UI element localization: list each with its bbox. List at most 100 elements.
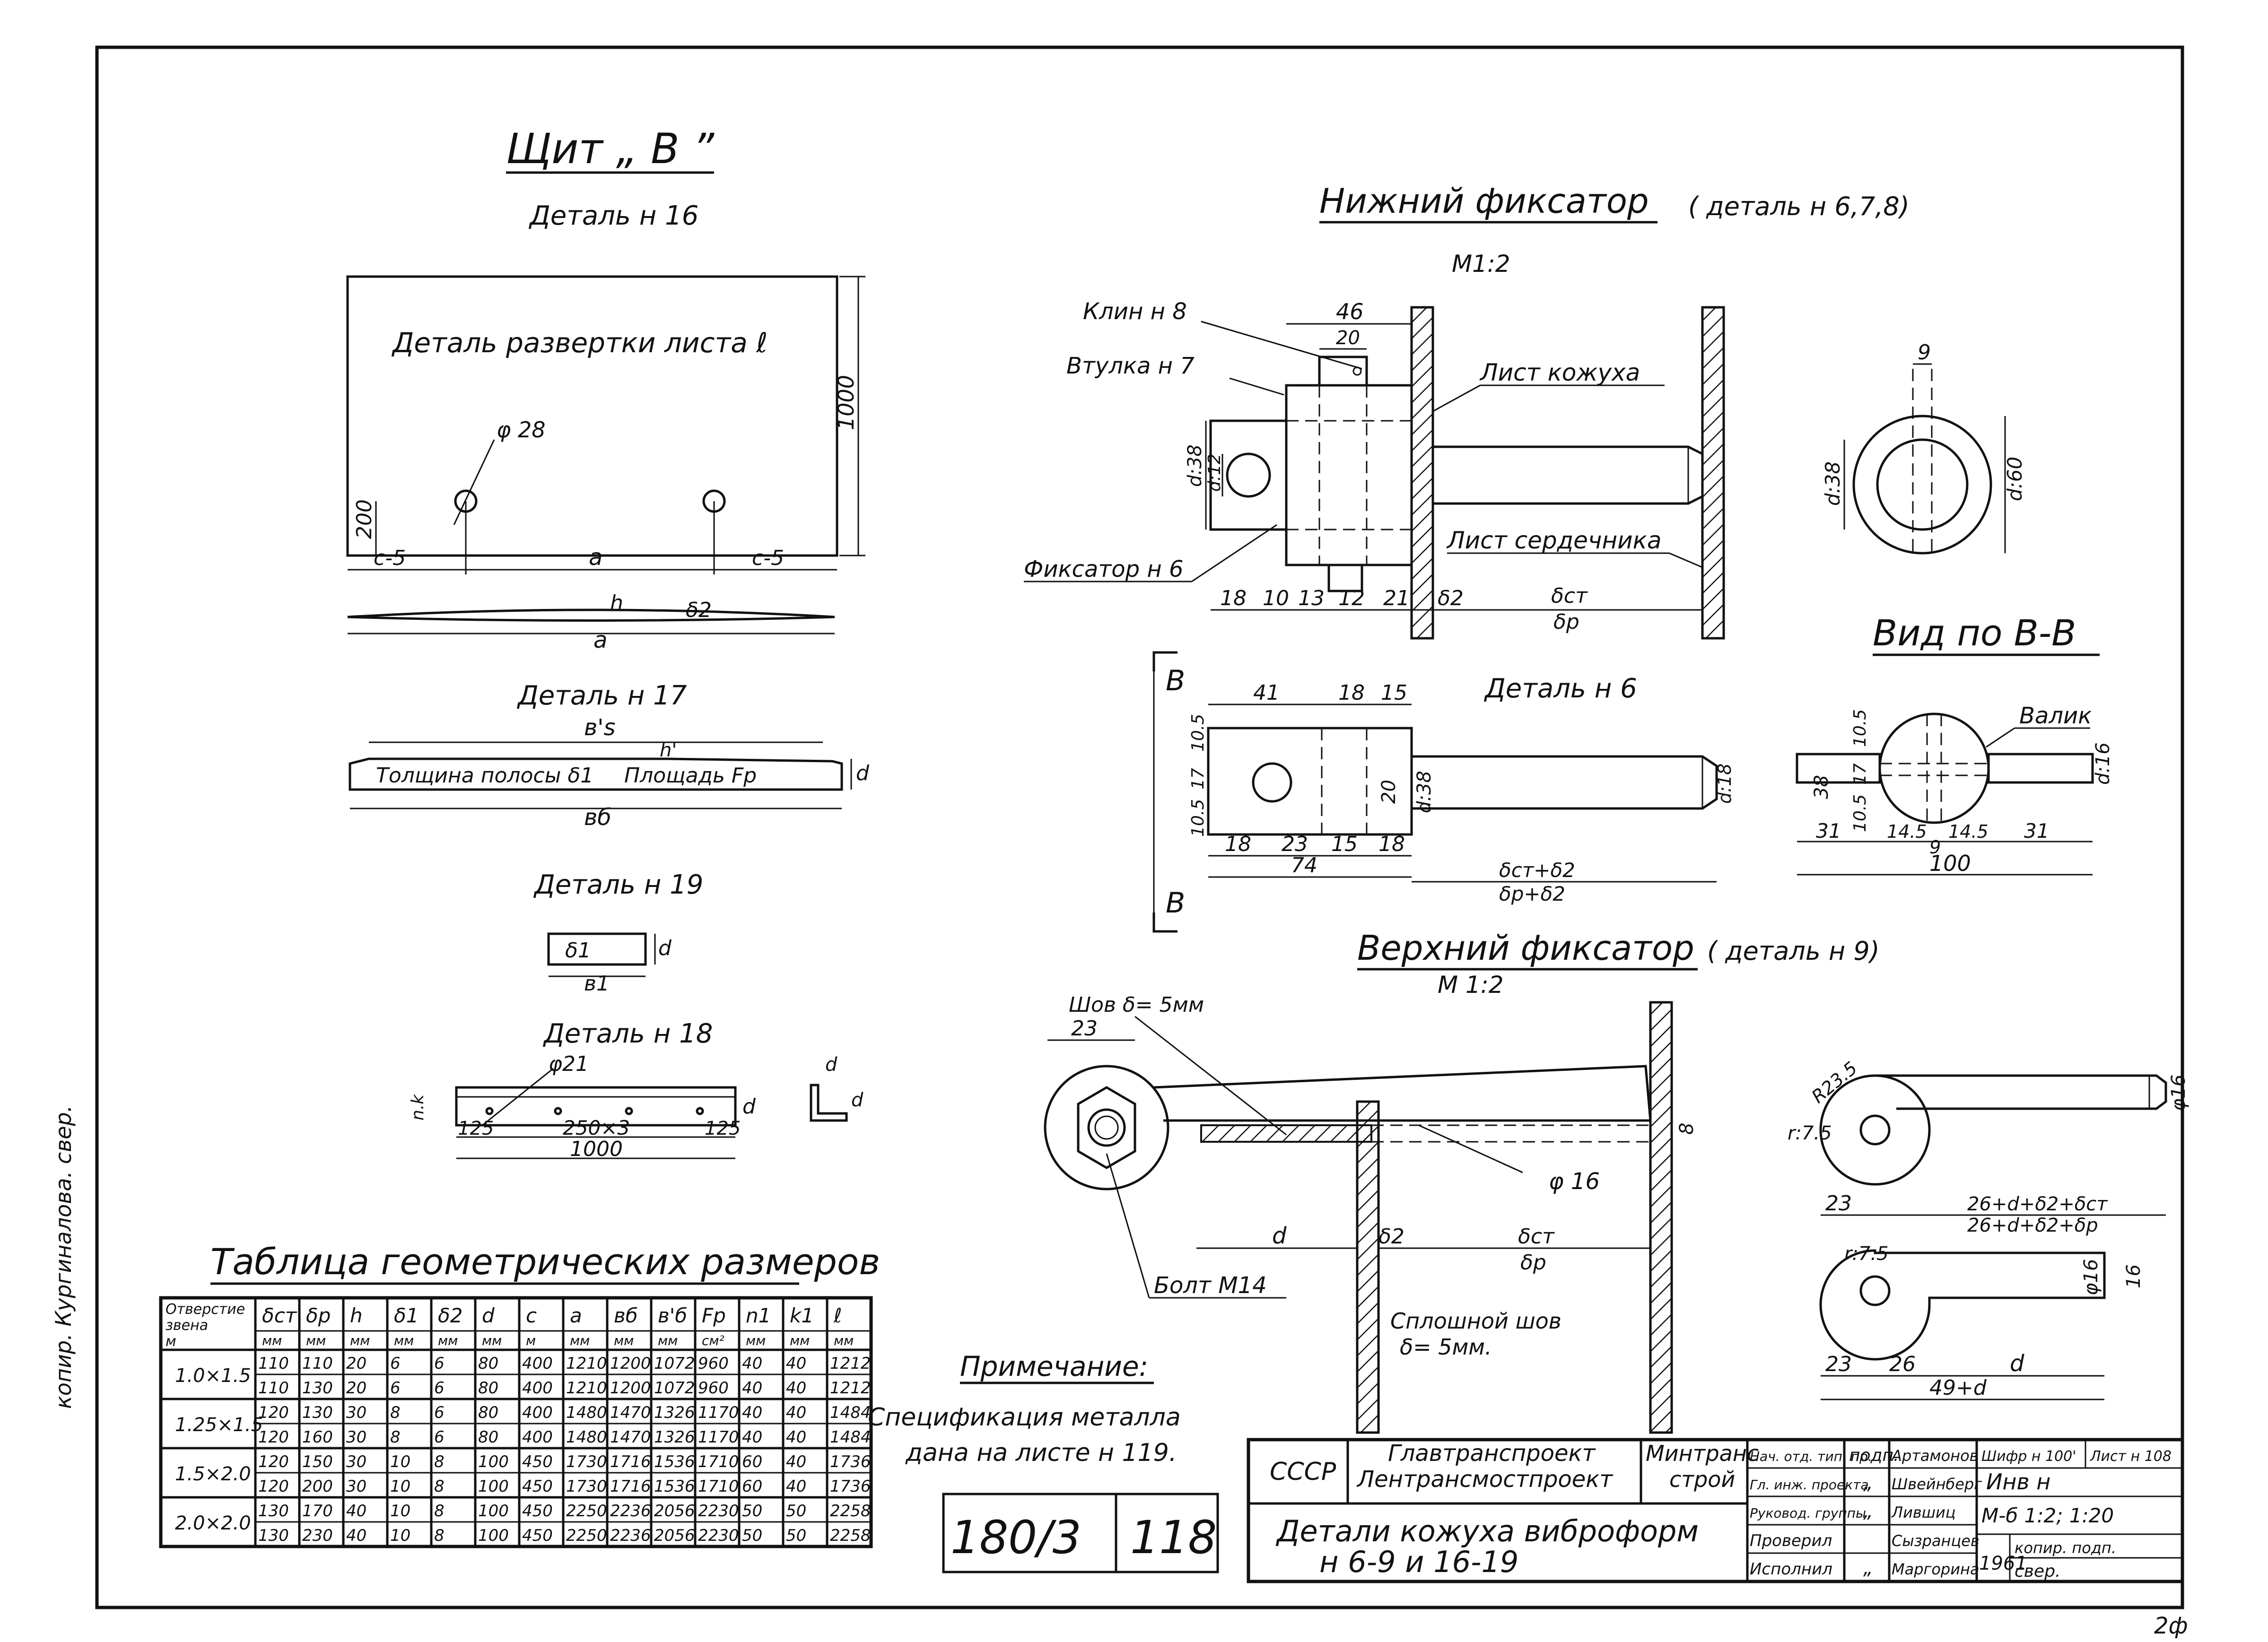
- table-cell: 50: [786, 1502, 806, 1520]
- upper-arm: [1153, 1065, 1652, 1122]
- d16-dim-c5-right: c-5: [752, 546, 784, 570]
- lower-dim-1: 10: [1263, 586, 1289, 610]
- table-unit-cell: мм: [746, 1333, 766, 1348]
- lower-fixator-hole: [1226, 452, 1271, 498]
- table-header-cell: δp: [306, 1304, 331, 1327]
- table-cell: 50: [742, 1502, 762, 1520]
- table-unit-cell: м: [526, 1333, 536, 1348]
- det6-left-1: 17: [1188, 768, 1208, 790]
- stamp-title1: Детали кожуха виброформ: [1275, 1514, 1699, 1548]
- hook-phi16b: φ16: [2168, 1075, 2189, 1111]
- table-cell: 100: [478, 1502, 509, 1520]
- d18-e125a: 125: [458, 1118, 494, 1139]
- table-cell: 110: [302, 1354, 333, 1373]
- upper-scale: М 1:2: [1438, 971, 1504, 999]
- table-cell: 40: [742, 1428, 762, 1447]
- table-cell: 450: [522, 1502, 553, 1520]
- hook-d16: 16: [2123, 1264, 2145, 1288]
- d16-label: Деталь развертки листа ℓ: [391, 327, 768, 359]
- table-cell: 60: [742, 1452, 762, 1471]
- table-cell: 8: [390, 1403, 401, 1422]
- table-cell: 400: [522, 1428, 553, 1447]
- stamp-min1: Минтранс: [1646, 1441, 1759, 1466]
- upper-dp: δp: [1520, 1251, 1546, 1275]
- table-cell: 80: [478, 1354, 498, 1373]
- table-cell: 1470: [610, 1428, 651, 1447]
- d17-h: h': [660, 739, 677, 761]
- upper-d8: 8: [1676, 1123, 1698, 1135]
- note-title: Примечание:: [960, 1350, 1148, 1382]
- d18-angle-d2: d: [851, 1089, 864, 1111]
- table-cell: 1480: [566, 1403, 607, 1422]
- view-valik: Валик: [2019, 703, 2092, 729]
- detail-6-section: Деталь н 6 В В 41 18 15 10.5 17 10.5 20 …: [1152, 651, 1735, 933]
- lower-dim-0: 18: [1220, 586, 1247, 610]
- table-header-cell: d: [482, 1304, 495, 1327]
- table-cell: 120: [258, 1403, 289, 1422]
- d16-dim-a2: a: [593, 627, 607, 653]
- stamp-name-2: Лившиц: [1891, 1503, 1956, 1521]
- d17-title: Деталь н 17: [516, 680, 687, 711]
- table-cell: 10: [390, 1477, 410, 1496]
- det6-title: Деталь н 6: [1483, 673, 1637, 704]
- table-cell: 8: [434, 1502, 445, 1520]
- stamp-role-4: Исполнил: [1750, 1560, 1832, 1579]
- table-cell: 2230: [698, 1526, 739, 1545]
- table-cell: 2250: [566, 1526, 607, 1545]
- table-header-cell: k1: [790, 1304, 814, 1327]
- d19-inner: δ1: [565, 938, 591, 963]
- stamp-name-0: Артамонов: [1891, 1447, 1979, 1465]
- table-cell: 960: [698, 1354, 729, 1373]
- hook-phi16c: φ16: [2080, 1259, 2102, 1295]
- d16-hole-label: φ 28: [497, 417, 546, 443]
- table-cell: 100: [478, 1526, 509, 1545]
- upper-d23: 23: [1071, 1016, 1098, 1041]
- table-cell: 2236: [610, 1502, 651, 1520]
- table-cell: 150: [302, 1452, 333, 1471]
- stamp-number-box: [942, 1493, 1219, 1573]
- lower-list-kozhukha: Лист кожуха: [1479, 359, 1640, 386]
- table-header-cell: Fp: [702, 1304, 726, 1327]
- table-cell: 10: [390, 1452, 410, 1471]
- det6-top-15: 15: [1381, 681, 1407, 705]
- d18-angle-d1: d: [825, 1054, 837, 1076]
- table-cell: 2230: [698, 1502, 739, 1520]
- table-header-cell: вб: [614, 1304, 638, 1327]
- det6-shaft: [1412, 755, 1718, 810]
- table-cell: 40: [786, 1403, 806, 1422]
- table-unit-cell: мм: [350, 1333, 370, 1348]
- table-cell: 160: [302, 1428, 333, 1447]
- view-d17: 17: [1850, 763, 1870, 785]
- table-cell: 6: [434, 1379, 445, 1398]
- table-cell: 30: [346, 1477, 366, 1496]
- table-cell: 120: [258, 1477, 289, 1496]
- hook-sum-a: 26+d+δ2+δст: [1967, 1193, 2108, 1215]
- table-cell: 40: [786, 1379, 806, 1398]
- upper-splosh: Сплошной шов: [1390, 1308, 1561, 1334]
- d17-thickness: Толщина полосы δ1: [376, 764, 593, 788]
- table-cell: 80: [478, 1403, 498, 1422]
- table-cell: 6: [434, 1354, 445, 1373]
- table-cell: 30: [346, 1452, 366, 1471]
- lower-plate-kozhukh: [1410, 306, 1434, 640]
- table-cell: 1470: [610, 1403, 651, 1422]
- hook-r75b: r:7.5: [1844, 1243, 1889, 1265]
- table-cell: 2236: [610, 1526, 651, 1545]
- table-cell: 50: [742, 1526, 762, 1545]
- view-d145b: 14.5: [1948, 821, 1989, 842]
- table-cell: 50: [786, 1526, 806, 1545]
- stamp-title2: н 6-9 и 16-19: [1319, 1545, 1518, 1579]
- lower-list-serd: Лист сердечника: [1446, 527, 1662, 554]
- table-header-cell: h: [350, 1304, 363, 1327]
- table-unit-cell: мм: [614, 1333, 634, 1348]
- hook-sum49: 49+d: [1929, 1376, 1987, 1400]
- geometry-table: Таблица геометрических размеров Отверсти…: [159, 1241, 880, 1548]
- d18-title: Деталь н 18: [542, 1018, 713, 1049]
- corner-number: 2ф: [2154, 1613, 2188, 1639]
- stamp-org1: Главтранспроект: [1388, 1440, 1596, 1467]
- table-header-cell: δ1: [394, 1304, 419, 1327]
- table-col1-header: Отверстие: [166, 1301, 245, 1318]
- table-cell: 6: [434, 1403, 445, 1422]
- table-cell: 40: [786, 1428, 806, 1447]
